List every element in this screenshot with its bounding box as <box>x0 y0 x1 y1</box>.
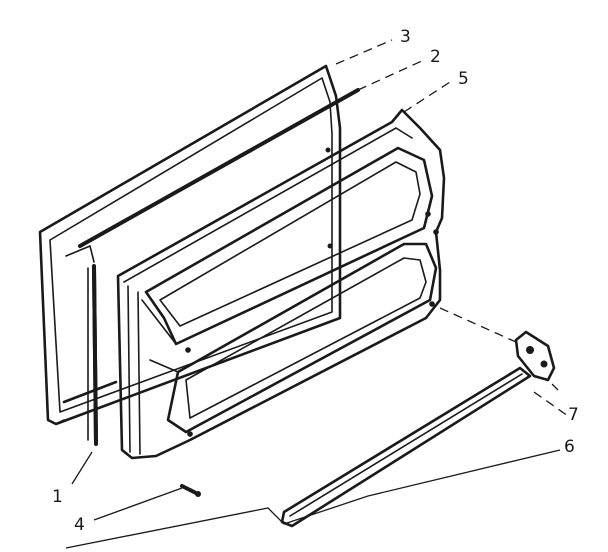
inner-door-liner <box>116 108 446 460</box>
shelf-bracket <box>514 330 556 382</box>
callout-4: 4 <box>74 515 85 535</box>
callout-labels: 3 2 5 1 4 7 6 <box>52 27 579 535</box>
breaker-strip <box>92 266 98 446</box>
callout-7: 7 <box>568 405 579 425</box>
screw <box>180 484 201 497</box>
callout-3: 3 <box>400 27 411 47</box>
callout-1: 1 <box>52 487 63 507</box>
callout-5: 5 <box>458 69 469 89</box>
shelf-rail <box>280 366 532 528</box>
leader-lines <box>65 39 569 549</box>
outer-door-panel <box>38 64 342 426</box>
callout-2: 2 <box>430 47 441 67</box>
door-seal-gasket <box>62 88 360 444</box>
callout-6: 6 <box>564 437 575 457</box>
